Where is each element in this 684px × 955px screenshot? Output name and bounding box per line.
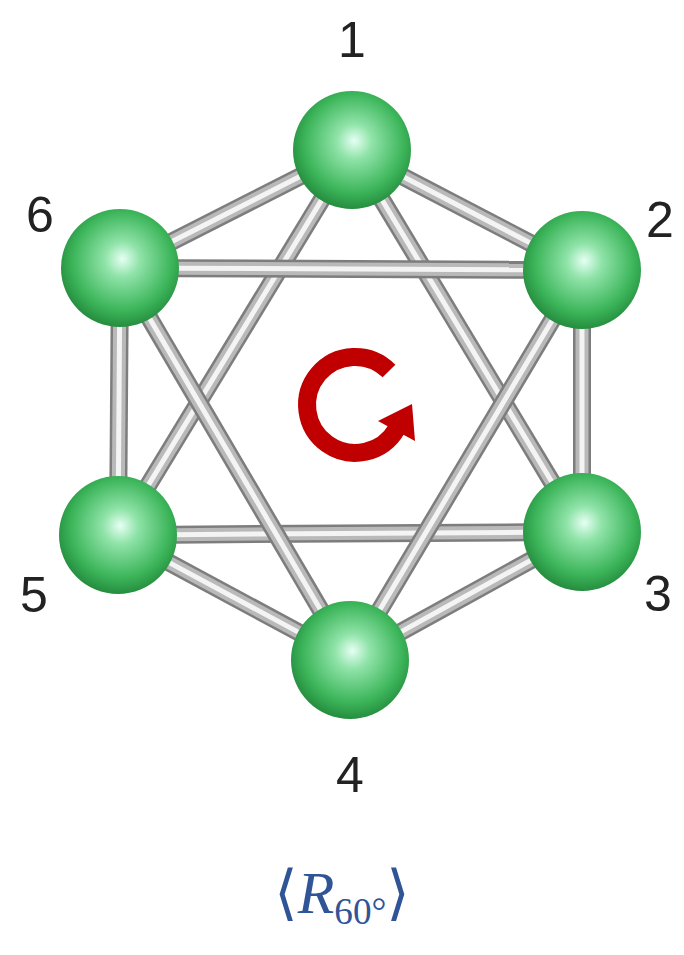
rod-body [378, 316, 555, 613]
rod-body [397, 558, 534, 634]
rod-highlight [380, 196, 554, 485]
sphere-body [523, 211, 641, 329]
bond-rod [397, 558, 534, 634]
bond-rod [118, 322, 119, 481]
sphere-shape [292, 90, 412, 210]
atom-sphere: 5 [58, 475, 178, 595]
atom-sphere: 6 [60, 208, 180, 328]
rod-shade [118, 322, 119, 481]
atom-sphere: 4 [290, 600, 410, 720]
rotation-arc [307, 357, 397, 453]
rod-highlight [580, 324, 585, 478]
atom-sphere: 1 [292, 90, 412, 210]
rod-highlight [378, 316, 555, 613]
bond-rod [166, 561, 303, 635]
rod-shade [397, 558, 534, 634]
bond-rod [400, 175, 534, 245]
atom-number: 6 [26, 190, 54, 240]
bond-rod [172, 532, 528, 534]
sphere-body [523, 473, 641, 591]
rod-shade [174, 268, 528, 270]
rod-shade [378, 316, 555, 613]
rod-shade [147, 315, 322, 614]
atom-number: 3 [644, 569, 672, 619]
atom-number: 2 [646, 195, 674, 245]
rod-shade [380, 196, 554, 485]
sphere-shape [522, 472, 642, 592]
rod-body [380, 196, 554, 485]
group-label: ⟨R60°⟩ [0, 860, 684, 933]
rod-body [172, 532, 528, 534]
rod-highlight [397, 558, 534, 634]
sphere-shape [60, 208, 180, 328]
atom-sphere: 2 [522, 210, 642, 330]
atom-number: 4 [336, 750, 364, 800]
sphere-body [61, 209, 179, 327]
sphere-shape [290, 600, 410, 720]
bond-rod [378, 316, 555, 613]
rod-shade [172, 532, 528, 534]
rod-shade [576, 324, 589, 478]
rod-body [573, 324, 591, 478]
bond-rod [582, 324, 583, 478]
atom-sphere: 3 [522, 472, 642, 592]
rod-shade [168, 174, 304, 243]
rod-body [147, 315, 322, 614]
rod-highlight [172, 532, 528, 534]
rod-highlight [174, 268, 528, 270]
rod-body [118, 322, 119, 481]
rod-highlight [168, 174, 304, 243]
rod-highlight [118, 322, 119, 481]
bond-rod [168, 174, 304, 243]
rod-shade [166, 561, 303, 635]
sphere-body [59, 476, 177, 594]
rod-body [168, 174, 304, 243]
rod-highlight [147, 315, 322, 614]
bond-rod [174, 268, 528, 270]
sphere-shape [58, 475, 178, 595]
sphere-body [291, 601, 409, 719]
rod-body [166, 561, 303, 635]
rotation-arrowhead [378, 404, 415, 441]
sphere-shape [522, 210, 642, 330]
atom-number: 1 [338, 15, 366, 65]
bond-rod [380, 196, 554, 485]
rod-highlight [400, 175, 534, 245]
bond-rod [147, 315, 322, 614]
rod-body [400, 175, 534, 245]
rod-body [174, 268, 528, 270]
rod-highlight [166, 561, 303, 635]
atom-number: 5 [20, 570, 48, 620]
sphere-body [293, 91, 411, 209]
rod-shade [400, 175, 534, 245]
